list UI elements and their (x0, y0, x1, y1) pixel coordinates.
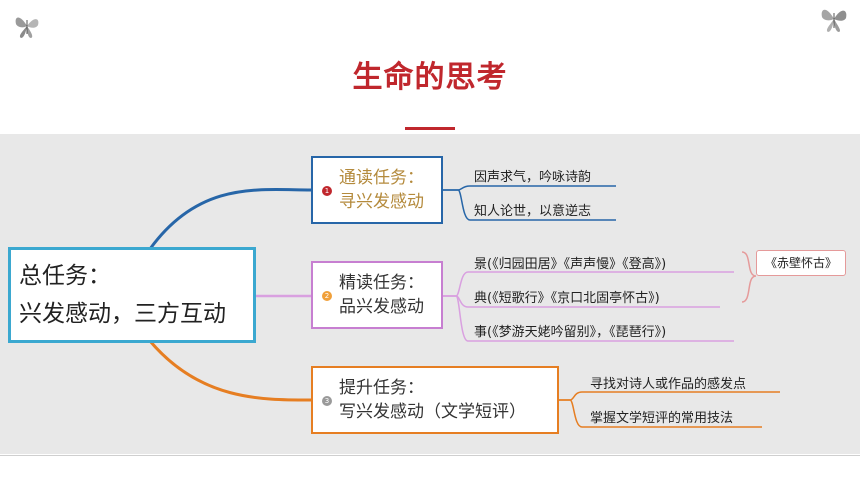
root-line1: 总任务： (19, 263, 111, 289)
reference-box: 《赤壁怀古》 (756, 250, 846, 276)
task-title: 通读任务： (339, 168, 424, 188)
bottom-divider (0, 455, 860, 456)
leaf-item: 寻找对诗人或作品的感发点 (590, 377, 747, 392)
leaf-item: 景(《归园田居》《声声慢》《登高》) (474, 257, 667, 272)
title-underline (405, 127, 455, 130)
connector-root-task3 (148, 340, 312, 402)
leaf-item: 事(《梦游天姥吟留别》，《琵琶行》) (474, 325, 667, 340)
task-subtitle: 品兴发感动 (339, 297, 424, 317)
task-node-1: 1 通读任务： 寻兴发感动 (311, 156, 443, 224)
root-line2: 兴发感动，三方互动 (19, 301, 226, 327)
task-subtitle: 写兴发感动（文学短评） (339, 402, 526, 422)
task-number-badge: 2 (322, 291, 332, 301)
connector-task1-leaf1 (443, 185, 616, 191)
butterfly-icon-left (15, 17, 39, 38)
connector-root-task1 (148, 188, 312, 250)
connector-task3-leaf1 (559, 391, 780, 401)
butterfly-icon-right (821, 9, 847, 32)
task-node-3: 3 提升任务： 写兴发感动（文学短评） (311, 366, 559, 434)
leaf-item: 掌握文学短评的常用技法 (590, 411, 734, 426)
page-title: 生命的思考 (352, 60, 508, 95)
root-node: 总任务： 兴发感动，三方互动 (8, 247, 256, 343)
leaf-item: 典(《短歌行》《京口北固亭怀古》) (474, 291, 660, 306)
task-number-badge: 3 (322, 396, 332, 406)
task-subtitle: 寻兴发感动 (339, 192, 424, 212)
connector-task3-leaf2 (559, 399, 762, 428)
connector-task1-leaf2 (443, 189, 616, 221)
task-number-badge: 1 (322, 186, 332, 196)
leaf-item: 知人论世，以意逆志 (474, 204, 592, 219)
reference-brace (741, 251, 757, 303)
task-title: 提升任务： (339, 378, 424, 398)
connector-task2-leaf3 (443, 295, 734, 342)
task-title: 精读任务： (339, 273, 424, 293)
task-node-2: 2 精读任务： 品兴发感动 (311, 261, 443, 329)
leaf-item: 因声求气，吟咏诗韵 (474, 170, 592, 185)
